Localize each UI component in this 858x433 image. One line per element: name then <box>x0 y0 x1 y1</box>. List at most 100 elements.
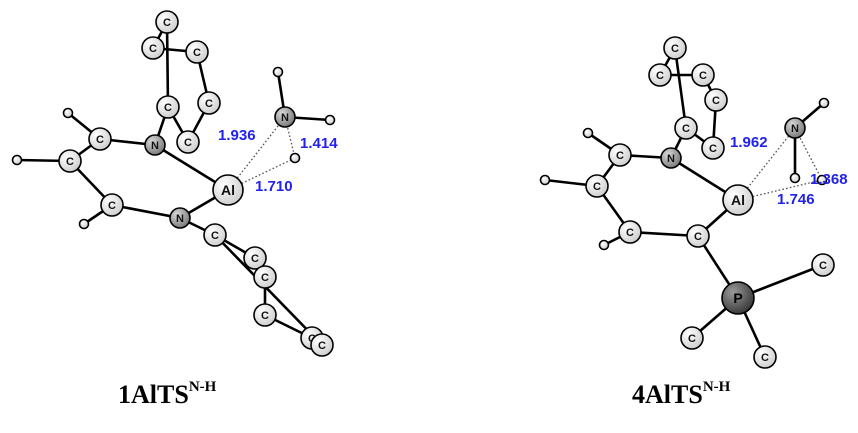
atom-label: C <box>671 43 679 55</box>
atom-label: C <box>761 352 769 364</box>
atom-c: C <box>243 246 267 270</box>
atom-c: C <box>100 193 124 217</box>
atom-label: C <box>163 17 171 29</box>
atom-label: C <box>709 143 717 155</box>
atom-label: N <box>667 153 675 165</box>
partial-bond-2 <box>284 116 296 159</box>
atom-label: C <box>682 123 690 135</box>
caption-main: 4AlTS <box>632 380 703 409</box>
atom-label: C <box>318 340 326 352</box>
atom-c: C <box>197 91 221 115</box>
atom-c: C <box>203 223 227 247</box>
atom-c: C <box>753 345 777 369</box>
atom-label: C <box>616 150 624 162</box>
atom-c: C <box>58 149 82 173</box>
atom-h <box>598 239 610 251</box>
atom-h <box>272 66 284 78</box>
atom-label: P <box>733 290 742 306</box>
atom-label: C <box>149 43 157 55</box>
atom-h <box>324 114 336 126</box>
caption-main: 1AlTS <box>118 380 189 409</box>
atom-label: C <box>656 70 664 82</box>
atom-c: C <box>686 224 710 248</box>
distance-label: 1.368 <box>810 171 848 188</box>
atom-c: C <box>704 88 728 112</box>
atom-label: Al <box>731 192 745 208</box>
atom-c: C <box>663 36 687 60</box>
atom-label: C <box>193 47 201 59</box>
atom-label: C <box>261 272 269 284</box>
atom-c: C <box>585 174 609 198</box>
atom-h <box>62 107 74 119</box>
bond-19 <box>213 233 324 347</box>
bond-5 <box>673 46 688 130</box>
atom-c: C <box>141 36 165 60</box>
atom-label: C <box>699 70 707 82</box>
atom-label: C <box>184 137 192 149</box>
atom-n: N <box>169 207 191 229</box>
atom-p: P <box>721 281 755 315</box>
atom-n: N <box>660 147 682 169</box>
atom-h <box>816 174 828 186</box>
caption-4AlTS: 4AlTSN-H <box>632 379 731 410</box>
atom-label: C <box>108 200 116 212</box>
atom-c: C <box>691 63 715 87</box>
atom-c: C <box>680 326 704 350</box>
atom-n: N <box>784 117 806 139</box>
atom-label: C <box>593 181 601 193</box>
distance-label: 1.936 <box>218 127 256 144</box>
atom-c: C <box>176 130 200 154</box>
atom-label: C <box>694 231 702 243</box>
atom-label: C <box>205 98 213 110</box>
atom-label: C <box>251 253 259 265</box>
atom-h <box>582 127 594 139</box>
atom-c: C <box>310 333 334 357</box>
atom-label: C <box>96 134 104 146</box>
atom-label: C <box>164 102 172 114</box>
distance-label: 1.746 <box>777 191 815 208</box>
atom-c: C <box>608 143 632 167</box>
atom-label: C <box>712 95 720 107</box>
bond-5 <box>165 20 170 109</box>
atom-c: C <box>156 95 180 119</box>
atom-label: Al <box>221 182 235 198</box>
distance-label: 1.962 <box>730 134 768 151</box>
atom-label: N <box>791 123 799 135</box>
atom-label: N <box>176 213 184 225</box>
atom-label: C <box>688 333 696 345</box>
atom-label: C <box>211 230 219 242</box>
atom-c: C <box>155 10 179 34</box>
atom-c: C <box>701 136 725 160</box>
atom-c: C <box>674 116 698 140</box>
atom-c: C <box>253 265 277 289</box>
distance-label: 1.414 <box>300 135 338 152</box>
atom-label: N <box>151 140 159 152</box>
atom-label: N <box>281 112 289 124</box>
atom-al: Al <box>212 174 244 206</box>
atom-n: N <box>144 134 166 156</box>
atom-label: C <box>819 260 827 272</box>
atom-h <box>818 97 830 109</box>
distance-label: 1.710 <box>255 178 293 195</box>
atom-c: C <box>88 127 112 151</box>
atom-label: C <box>626 227 634 239</box>
atom-c: C <box>811 253 835 277</box>
caption-superscript: N-H <box>702 379 731 396</box>
atom-h <box>789 172 801 184</box>
atom-c: C <box>253 303 277 327</box>
atom-label: C <box>66 156 74 168</box>
caption-1AlTS: 1AlTSN-H <box>118 379 217 410</box>
atom-h <box>78 218 90 230</box>
atom-c: C <box>618 220 642 244</box>
atom-al: Al <box>722 184 754 216</box>
atom-n: N <box>274 106 296 128</box>
caption-superscript: N-H <box>188 379 217 396</box>
partial-bond-1 <box>737 179 823 201</box>
atom-h <box>11 154 23 166</box>
atom-c: C <box>648 63 672 87</box>
atom-c: C <box>185 40 209 64</box>
atom-h <box>289 152 301 164</box>
